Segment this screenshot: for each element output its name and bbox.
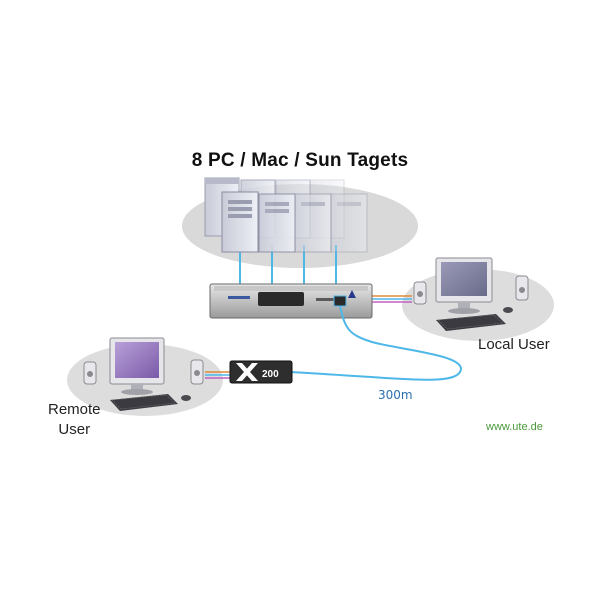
local-mouse [503, 307, 513, 313]
target-computers [204, 177, 368, 253]
cat-cable-300m [289, 305, 462, 381]
tower-computer [330, 193, 368, 253]
remote-keyboard [110, 394, 178, 411]
remote-monitor [109, 337, 165, 395]
remote-speaker-right [190, 359, 204, 385]
diagram-title: 8 PC / Mac / Sun Tagets [191, 150, 409, 171]
website-label: www.ute.de [486, 421, 543, 433]
extender-model-label: 200 [262, 369, 279, 380]
local-monitor [435, 257, 493, 314]
extender-unit: 200 [229, 360, 293, 384]
remote-mouse [181, 395, 191, 401]
brand-logo-icon [348, 290, 356, 298]
tower-computer [294, 193, 332, 253]
kvm-switch [209, 283, 373, 319]
remote-user-label: Remote User [48, 400, 101, 440]
remote-user-label-line1: Remote [48, 401, 101, 418]
remote-speaker-left [83, 361, 97, 385]
local-speaker-left [413, 281, 427, 305]
remote-cables [205, 371, 234, 379]
tower-computer [221, 191, 259, 253]
tower-computer [258, 193, 296, 253]
local-keyboard [436, 314, 506, 331]
local-speaker-right [515, 275, 529, 301]
local-user-label: Local User [478, 336, 550, 353]
remote-user-label-line2: User [58, 421, 91, 438]
local-cables [370, 295, 412, 303]
cable-length-label: 300m [378, 388, 413, 402]
